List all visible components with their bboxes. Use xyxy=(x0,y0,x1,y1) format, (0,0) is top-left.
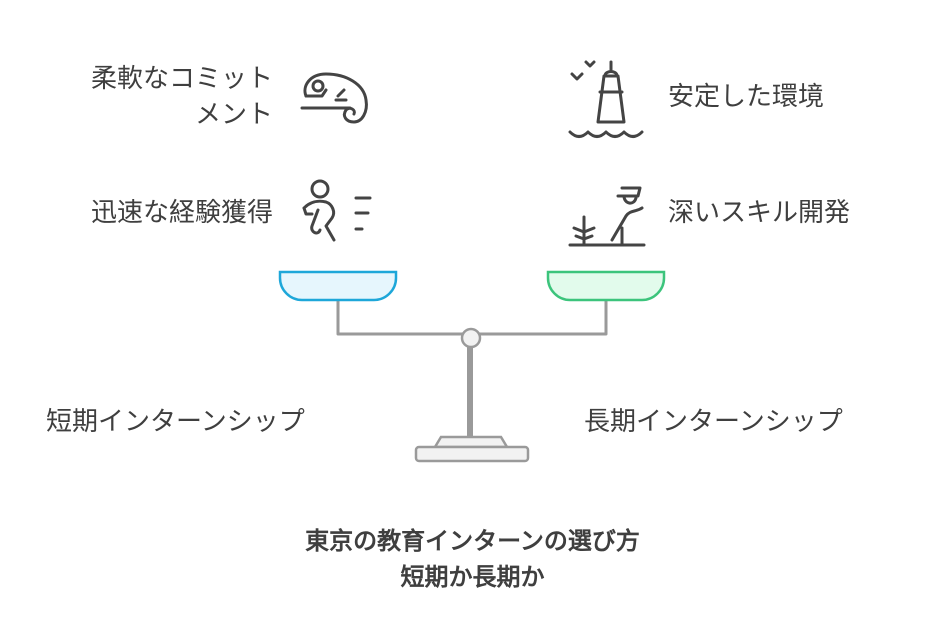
left-pan xyxy=(278,270,398,302)
left-option-label: 短期インターンシップ xyxy=(46,407,305,437)
pivot xyxy=(460,327,482,349)
chameleon-icon xyxy=(300,72,368,124)
right-option-label: 長期インターンシップ xyxy=(584,407,843,437)
scale-base xyxy=(414,445,530,463)
left-item-2: 迅速な経験獲得 xyxy=(90,198,273,228)
running-person-icon xyxy=(302,179,372,242)
title-line1: 東京の教育インターンの選び方 xyxy=(305,527,640,555)
scale-base-top xyxy=(432,435,510,449)
left-item-1-line1: 柔軟なコミット xyxy=(90,64,273,94)
lighthouse-icon xyxy=(568,60,644,138)
left-item-1-line2: メント xyxy=(194,100,273,130)
right-item-1: 安定した環境 xyxy=(668,82,825,112)
title-line2: 短期か長期か xyxy=(400,563,545,591)
right-pan xyxy=(546,270,666,302)
right-item-2: 深いスキル開発 xyxy=(668,198,851,228)
gardener-icon xyxy=(568,186,646,247)
